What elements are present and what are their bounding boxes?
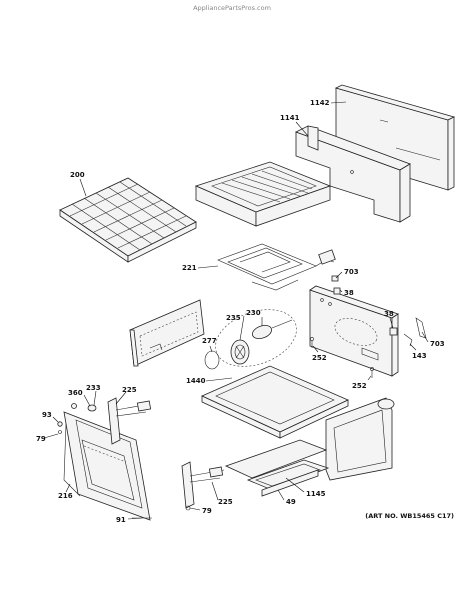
label-1141: 1141 [280, 114, 300, 122]
label-91: 91 [116, 516, 126, 524]
oven-bottom [201, 365, 349, 439]
source-watermark: AppliancePartsPros.com [193, 4, 271, 12]
oven-door-frame [63, 411, 151, 521]
hardware-left [57, 403, 191, 519]
label-703-top: 703 [344, 268, 359, 276]
lower-side-panel [325, 397, 395, 481]
art-number: (ART NO. WB15465 C17) [365, 512, 454, 520]
door-hinge-lower [181, 461, 225, 509]
leader-lines [43, 101, 429, 520]
label-233: 233 [86, 384, 101, 392]
hardware-right [310, 275, 427, 378]
label-235: 235 [226, 314, 241, 322]
label-1142: 1142 [310, 99, 330, 107]
oven-rack [59, 177, 197, 263]
label-230: 230 [246, 309, 261, 317]
oven-liner-top [194, 161, 332, 227]
bake-element [217, 243, 336, 291]
label-79-lower: 79 [202, 507, 212, 515]
insulation-blanket [294, 125, 411, 223]
left-side-panel [129, 299, 205, 367]
right-side-panel [309, 285, 399, 377]
label-49: 49 [286, 498, 296, 506]
convection-fan-assembly [204, 309, 297, 370]
label-252-upper: 252 [312, 354, 327, 362]
label-360: 360 [68, 389, 83, 397]
label-703-right: 703 [430, 340, 445, 348]
label-38-right: 38 [384, 310, 394, 318]
label-277: 277 [202, 337, 217, 345]
label-93: 93 [42, 411, 52, 419]
label-225-lower: 225 [218, 498, 233, 506]
label-252-lower: 252 [352, 382, 367, 390]
label-216: 216 [58, 492, 73, 500]
label-79-left: 79 [36, 435, 46, 443]
door-hinge-upper [107, 397, 152, 445]
label-1440: 1440 [186, 377, 206, 385]
label-200: 200 [70, 171, 85, 179]
label-38-top: 38 [344, 289, 354, 297]
label-143: 143 [412, 352, 427, 360]
label-221: 221 [182, 264, 197, 272]
part-labels: 1142 1141 200 221 703 38 38 703 143 252 … [36, 99, 445, 524]
broiler-drawer [224, 439, 330, 497]
label-1145: 1145 [306, 490, 326, 498]
label-225-upper: 225 [122, 386, 137, 394]
